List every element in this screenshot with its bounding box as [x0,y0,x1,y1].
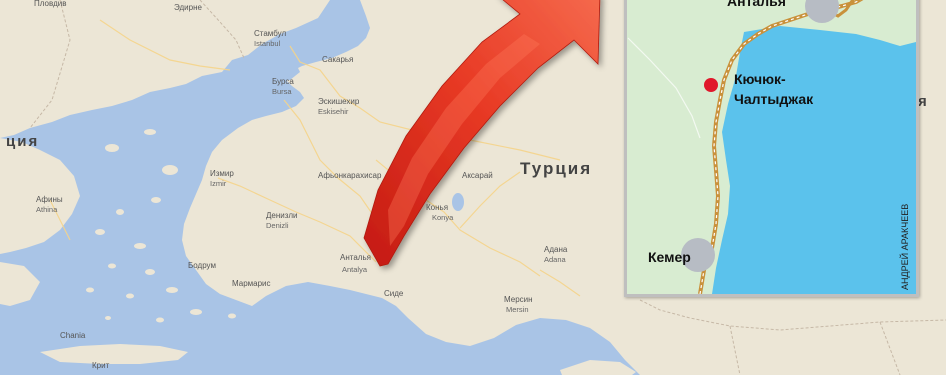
city-antalya: Анталья [340,253,371,262]
city-edirne: Эдирне [174,3,202,12]
city-chania: Chania [60,331,86,340]
red-arrow [363,0,601,267]
city-marmaris: Мармарис [232,279,271,288]
inset-label-kemer: Кемер [648,249,691,265]
cyprus-land [560,360,636,375]
country-label-turkey: Турция [520,159,592,178]
inset-label-antalya: Анталья [727,0,786,9]
city-denizli-latin: Denizli [266,221,289,230]
city-crete: Крит [92,361,110,370]
country-label-partial-left: ция [6,133,39,150]
inset-label-kuchuk-2: Чалтыджак [734,91,814,107]
city-eskisehir: Эскишехир [318,97,360,106]
balkans-land [0,0,330,138]
city-izmir-latin: Izmir [210,179,227,188]
aegean-islands [86,129,236,323]
city-istanbul-latin: Istanbul [254,39,281,48]
city-istanbul: Стамбул [254,29,286,38]
city-eskisehir-latin: Eskisehir [318,107,349,116]
city-sakarya: Сакарья [322,55,353,64]
city-bursa: Бурса [272,77,294,86]
red-arrow-highlight [388,34,540,246]
city-athens: Афины [36,195,63,204]
city-labels: Пловдив Эдирне Стамбул Istanbul Сакарья … [34,0,568,370]
borders [29,0,946,375]
peloponnese-land [0,262,40,306]
inset-marker-antalya [805,0,839,23]
city-side: Сиде [384,289,404,298]
country-label-partial-right: я [918,93,929,110]
city-antalya-latin: Antalya [342,265,368,274]
city-konya-latin: Konya [432,213,454,222]
city-plovdiv: Пловдив [34,0,67,8]
marmara-sea [236,58,300,84]
city-adana-latin: Adana [544,255,567,264]
inset-map: Анталья Кючюк- Чалтыджак Кемер АНДРЕЙ АР… [624,0,919,297]
inset-label-kuchuk-1: Кючюк- [734,71,786,87]
city-izmir: Измир [210,169,234,178]
city-athens-latin: Athina [36,205,58,214]
crete-land [40,344,188,364]
greece-land [0,138,80,254]
city-mersin-latin: Mersin [506,305,529,314]
city-adana: Адана [544,245,568,254]
city-mersin: Мерсин [504,295,533,304]
inset-marker-kemer [681,238,715,272]
inset-coast-line [627,37,701,139]
city-bodrum: Бодрум [188,261,216,270]
inset-sea [712,26,916,294]
city-denizli: Денизли [266,211,297,220]
photo-credit: АНДРЕЙ АРАКЧЕЕВ [899,204,910,290]
city-bursa-latin: Bursa [272,87,292,96]
inset-marker-kuchuk [704,78,718,92]
city-afyon: Афьонкарахисар [318,171,382,180]
city-aksaray: Аксарай [462,171,493,180]
city-konya: Конья [426,203,448,212]
